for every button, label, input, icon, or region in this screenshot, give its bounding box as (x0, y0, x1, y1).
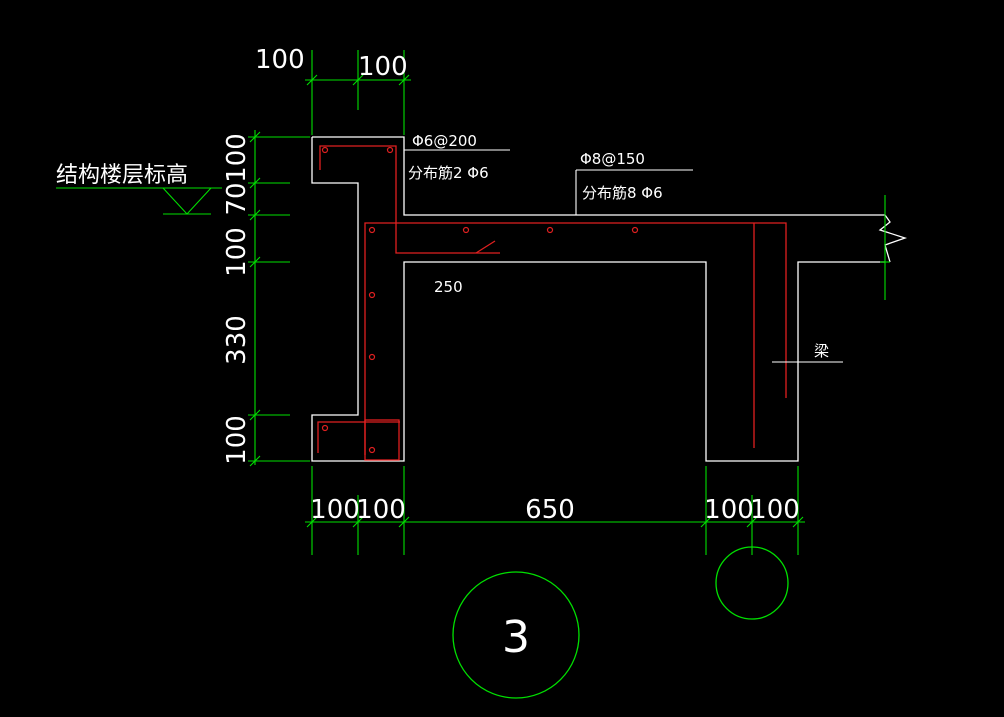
rebar-dot (631, 226, 639, 234)
rebar-dot (368, 446, 376, 454)
rebar-dot (321, 146, 329, 154)
rebar-dot (386, 146, 394, 154)
dim-bottom-4: 100 (704, 495, 754, 525)
break-line (878, 214, 908, 263)
dim-bottom-5: 100 (750, 495, 800, 525)
dim-top-2: 100 (358, 52, 408, 82)
distribution-label-right: 分布筋8 Φ6 (582, 184, 663, 202)
detail-number-circle (452, 571, 580, 699)
rebar-dots (321, 146, 639, 454)
rebar-dot (462, 226, 470, 234)
dim-left-4: 330 (222, 315, 252, 365)
dim-bottom-2: 100 (356, 495, 406, 525)
axis-circle (715, 546, 789, 620)
leader-lines (404, 149, 843, 363)
rebar-bottom-hook (317, 421, 400, 453)
section-outline (312, 136, 885, 216)
distribution-label-left: 分布筋2 Φ6 (408, 164, 489, 182)
dimension-lines (56, 50, 890, 555)
section-outline-inner (311, 137, 885, 462)
rebar-dot (368, 353, 376, 361)
rebar-hook-tip (475, 240, 496, 254)
dim-bottom-1: 100 (310, 495, 360, 525)
rebar-top-hook (319, 145, 500, 254)
rebar-dot (368, 226, 376, 234)
dim-left-5: 100 (222, 415, 252, 465)
level-label: 结构楼层标高 (56, 163, 188, 188)
rebar-label-left: Φ6@200 (412, 132, 477, 150)
rebar-label-right: Φ8@150 (580, 150, 645, 168)
beam-label: 梁 (814, 342, 829, 360)
rebar-dot (546, 226, 554, 234)
rebar-bottom-box (364, 419, 400, 461)
concrete-outline (311, 136, 908, 462)
rebar-main-loop (364, 222, 787, 455)
dim-left-2: 70 (222, 182, 252, 215)
rebar-dot (368, 291, 376, 299)
rebar-group (317, 145, 787, 461)
reference-circles (452, 546, 789, 699)
rebar-dot (321, 424, 329, 432)
dim-left-3: 100 (222, 227, 252, 277)
inner-width-label: 250 (434, 278, 463, 296)
dim-top-1: 100 (255, 45, 305, 75)
dim-left-1: 100 (222, 133, 252, 183)
detail-number: 3 (502, 612, 530, 663)
dim-bottom-3: 650 (525, 495, 575, 525)
